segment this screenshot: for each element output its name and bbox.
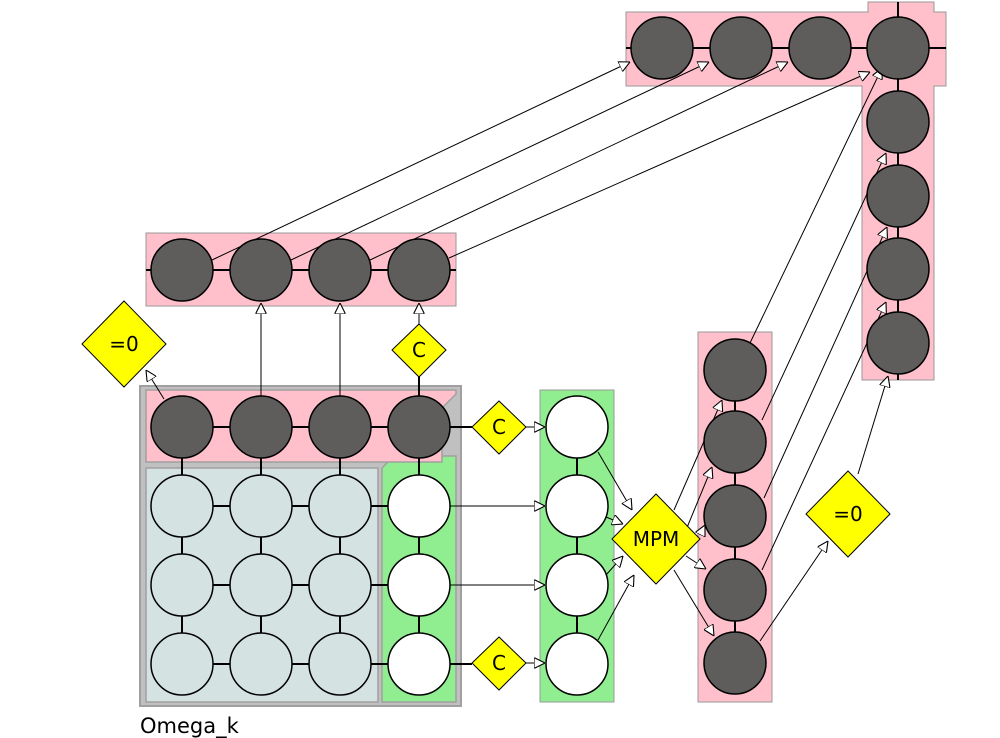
nodes — [150, 16, 930, 696]
arrow-from-mpm — [673, 569, 714, 636]
arrow-to-top-right-column — [761, 153, 886, 421]
coupling-operator-top-label: C — [412, 338, 426, 362]
arrow-to-top-right — [211, 62, 630, 261]
arrow-to-top-right — [290, 62, 709, 261]
top-right-pink-corner — [625, 1, 947, 381]
arrow-to-mpm — [605, 517, 623, 524]
right-column-node — [703, 631, 767, 695]
top-right-column-node — [866, 164, 930, 228]
zero-operator-right-label: =0 — [833, 502, 862, 526]
arrow-to-mpm — [597, 451, 632, 510]
right-column-node — [703, 338, 767, 402]
arrow-to-top-right — [448, 72, 870, 259]
interior-node — [150, 553, 214, 617]
arrow-to-zero-operator — [146, 370, 165, 400]
coupling-operator-middle: C — [471, 400, 527, 455]
interior-node — [229, 632, 293, 696]
top-right-row-node — [788, 16, 852, 80]
edge-node-dark — [229, 395, 293, 459]
top-row-node — [229, 238, 293, 302]
top-row-node — [308, 238, 372, 302]
top-right-column-node — [866, 237, 930, 301]
interior-node — [308, 474, 372, 538]
arrow-to-top-right — [369, 62, 788, 261]
interior-node — [308, 632, 372, 696]
mpm-operator: MPM — [611, 493, 701, 585]
edge-node-dark — [387, 395, 451, 459]
top-right-column-node — [866, 90, 930, 154]
arrow-to-top-right-column — [761, 302, 886, 571]
arrows — [146, 62, 888, 663]
interior-node — [229, 553, 293, 617]
zero-operator-left: =0 — [81, 300, 167, 388]
edge-node-dark — [150, 395, 214, 459]
middle-column-node — [545, 474, 609, 538]
coupling-operator-bottom-label: C — [492, 651, 506, 675]
coupling-operator-middle-label: C — [492, 415, 506, 439]
right-column-node — [703, 410, 767, 474]
top-row-node — [387, 238, 451, 302]
interior-node — [308, 553, 372, 617]
arrow-to-top-right-column — [749, 68, 882, 344]
edge-node-white — [387, 553, 451, 617]
top-right-column-node — [866, 311, 930, 375]
top-right-row-node — [630, 16, 694, 80]
arrow-from-mpm — [685, 467, 712, 531]
middle-column-node — [545, 553, 609, 617]
coupling-operator-top: C — [391, 323, 447, 378]
interior-node — [150, 632, 214, 696]
right-column-node — [703, 484, 767, 548]
middle-column-node — [545, 395, 609, 459]
zero-operator-left-label: =0 — [109, 332, 138, 356]
edge-node-white — [387, 632, 451, 696]
edge-node-white — [387, 474, 451, 538]
interior-node — [229, 474, 293, 538]
top-row-node — [150, 238, 214, 302]
arrow-from-mpm — [685, 555, 706, 569]
top-right-row-node — [866, 16, 930, 80]
edge-node-dark — [308, 395, 372, 459]
zero-operator-right: =0 — [805, 470, 891, 558]
arrow-to-mpm — [605, 556, 623, 576]
mpm-operator-label: MPM — [633, 527, 680, 551]
middle-column-node — [545, 632, 609, 696]
arrow-from-mpm — [700, 525, 705, 535]
right-column-node — [703, 558, 767, 622]
coupling-operator-bottom: C — [471, 636, 527, 691]
arrow-from-zero-operator-right — [857, 376, 888, 475]
interior-node — [150, 474, 214, 538]
arrow-to-zero-operator-right — [759, 541, 828, 642]
top-right-row-node — [709, 16, 773, 80]
arrow-to-mpm — [597, 575, 634, 641]
omega-k-caption: Omega_k — [140, 714, 240, 738]
